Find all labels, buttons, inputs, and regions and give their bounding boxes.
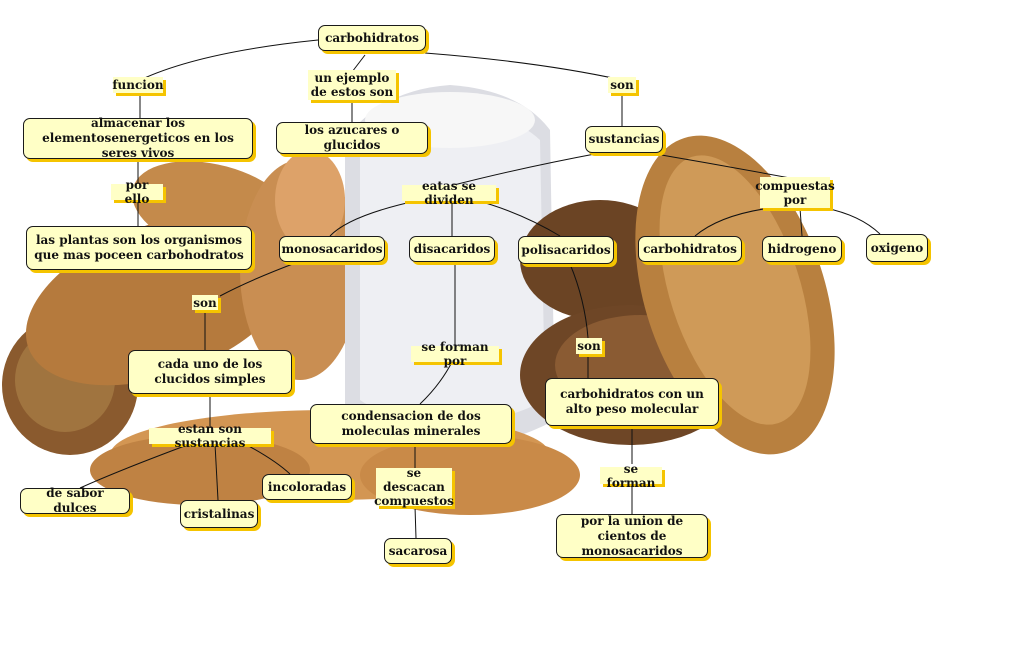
node-polisacaridos[interactable]: polisacaridos: [518, 236, 614, 264]
link-label-son-poli: son: [576, 338, 602, 354]
node-disacaridos[interactable]: disacaridos: [409, 236, 495, 262]
link-estan-sabor: [79, 443, 191, 489]
node-monosacaridos[interactable]: monosacaridos: [279, 236, 385, 262]
node-oxigeno[interactable]: oxigeno: [866, 234, 928, 262]
link-estan-cristalinas: [214, 443, 219, 501]
node-sustancias[interactable]: sustancias: [585, 126, 663, 153]
link-compuestas-oxi: [824, 207, 881, 235]
link-label-compuestas: compuestas por: [755, 177, 835, 208]
node-alto-peso[interactable]: carbohidratos con un alto peso molecular: [545, 378, 719, 426]
node-condensacion[interactable]: condensacion de dos moleculas minerales: [310, 404, 512, 444]
link-label-funcion: funcion: [112, 77, 164, 93]
link-label-son-top: son: [608, 77, 636, 93]
link-descacan-sacarosa: [414, 505, 417, 539]
link-label-se-descacan: se descacan compuestos: [374, 466, 454, 508]
node-cristalinas[interactable]: cristalinas: [180, 500, 258, 528]
link-label-ejemplo: un ejemplo de estos son: [308, 70, 396, 100]
link-mono-son: [219, 261, 299, 297]
link-seforman-condensacion: [419, 361, 453, 405]
link-sustancias-compuestas: [649, 152, 791, 179]
node-carbohidratos-root[interactable]: carbohidratos: [318, 25, 426, 51]
node-cada-uno[interactable]: cada uno de los clucidos simples: [128, 350, 292, 394]
node-carbohidratos-elem[interactable]: carbohidratos: [638, 236, 742, 262]
link-compuestas-hidro: [799, 207, 803, 237]
link-root-son: [424, 52, 623, 81]
link-sustancias-eatas: [449, 152, 601, 187]
link-eatas-mono: [329, 199, 421, 237]
node-union[interactable]: por la union de cientos de monosacaridos: [556, 514, 708, 558]
link-label-por-ello: por ello: [111, 178, 163, 206]
link-label-son-mono: son: [192, 295, 218, 310]
node-azucares[interactable]: los azucares o glucidos: [276, 122, 428, 154]
link-label-se-forman: se forman: [600, 462, 662, 490]
link-poli-son: [569, 263, 589, 339]
node-hidrogeno[interactable]: hidrogeno: [762, 236, 842, 262]
link-compuestas-carbo: [694, 207, 771, 237]
link-eatas-poli: [474, 199, 561, 237]
link-label-se-forman-por: se forman por: [411, 340, 499, 368]
node-almacenar[interactable]: almacenar los elementosenergeticos en lo…: [23, 116, 253, 160]
node-sacarosa[interactable]: sacarosa: [384, 538, 452, 564]
link-root-ejemplo: [351, 54, 366, 73]
link-label-estan-son: estan son sustancias: [149, 422, 271, 450]
node-plantas[interactable]: las plantas son los organismos que mas p…: [26, 226, 252, 270]
node-sabor-dulces[interactable]: de sabor dulces: [20, 486, 130, 515]
link-estan-incoloradas: [244, 443, 291, 475]
link-root-funcion: [139, 39, 319, 81]
link-label-eatas: eatas se dividen: [402, 179, 496, 207]
node-incoloradas[interactable]: incoloradas: [262, 474, 352, 500]
